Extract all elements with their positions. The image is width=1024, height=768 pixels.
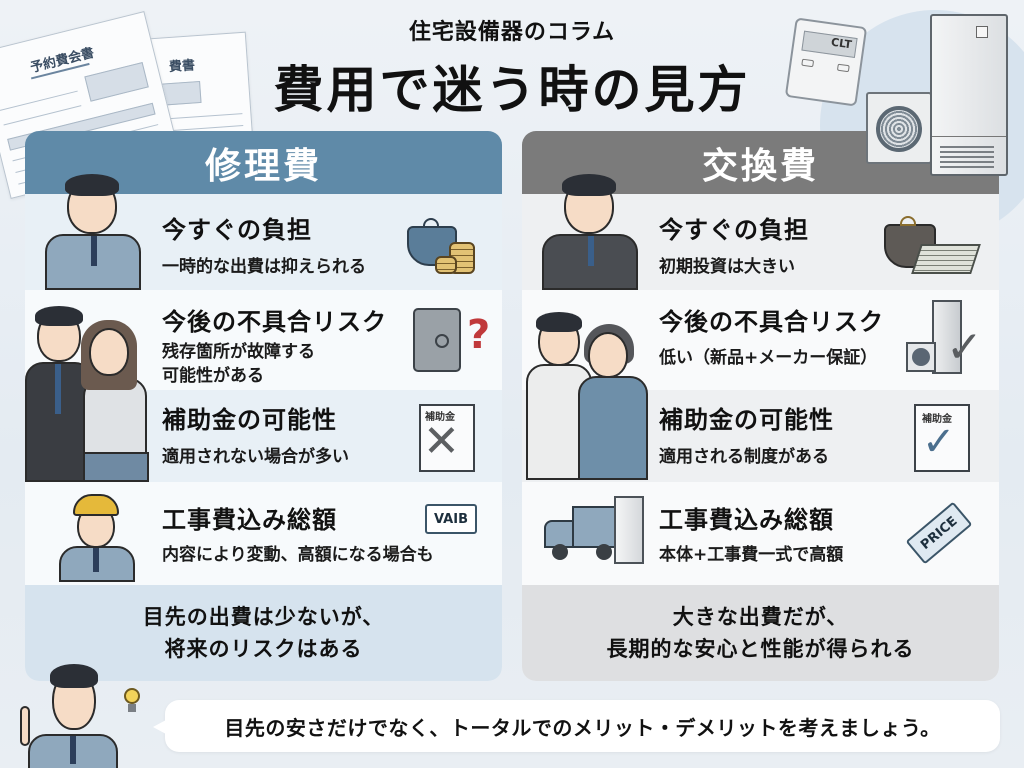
worker-presenting-illustration <box>39 172 149 290</box>
advice-speech-bubble: 目先の安さだけでなく、トータルでのメリット・デメリットを考えましょう。 <box>153 700 1000 752</box>
water-heater-unit-icon <box>614 496 644 564</box>
new-unit-check-icon: ✓ <box>906 300 992 382</box>
row-description: 残存箇所が故障する 可能性がある <box>162 340 315 388</box>
repair-cost-panel: 修理費 今すぐの負担 一時的な出費は抑えられる 今後の不具合リスク <box>25 131 502 681</box>
page-title: 費用で迷う時の見方 <box>273 61 751 119</box>
outdoor-unit-icon <box>866 92 932 164</box>
desc-line: 残存箇所が故障する <box>162 342 315 362</box>
price-tag-icon: VAIB <box>425 504 477 534</box>
couple-thinking-illustration <box>25 302 155 482</box>
subsidy-check-icon: 補助金 ✓ <box>914 404 970 472</box>
replace-row-total-cost: 工事費込み総額 本体+工事費一式で高額 PRICE <box>522 482 999 585</box>
repair-row-total-cost: 工事費込み総額 内容により変動、高額になる場合も VAIB <box>25 482 502 585</box>
subsidy-cross-icon: 補助金 ✕ <box>419 404 475 472</box>
row-description: 本体+工事費一式で高額 <box>659 545 844 565</box>
row-heading: 補助金の可能性 <box>162 406 337 434</box>
row-heading: 今後の不具合リスク <box>162 308 387 336</box>
row-description: 適用されない場合が多い <box>162 447 349 467</box>
subsidy-label: 補助金 <box>922 414 952 425</box>
couple-considering-illustration <box>526 310 656 480</box>
replace-row-immediate-burden: 今すぐの負担 初期投資は大きい <box>522 174 999 290</box>
lightbulb-icon <box>122 682 142 714</box>
repair-row-future-risk: 今後の不具合リスク 残存箇所が故障する 可能性がある ? <box>25 290 502 482</box>
replacement-cost-panel: 交換費 今すぐの負担 初期投資は大きい 今後の不具合リスク 低い（新品+メーカー… <box>522 131 999 681</box>
advisor-pointing-illustration <box>14 662 134 768</box>
summary-line: 将来のリスクはある <box>164 637 363 661</box>
water-heater-tank-icon <box>930 14 1008 176</box>
row-heading: 工事費込み総額 <box>659 506 834 534</box>
summary-line: 大きな出費だが、 <box>672 605 849 629</box>
delivery-truck-icon <box>542 506 622 562</box>
coin-purse-icon <box>407 216 477 276</box>
subsidy-label: 補助金 <box>425 412 455 423</box>
page-subtitle: 住宅設備器のコラム <box>408 20 616 45</box>
row-heading: 工事費込み総額 <box>162 506 337 534</box>
purse-cash-icon <box>882 214 982 280</box>
row-heading: 今すぐの負担 <box>659 216 809 244</box>
construction-worker-illustration <box>57 490 137 582</box>
row-heading: 今すぐの負担 <box>162 216 312 244</box>
row-heading: 今後の不具合リスク <box>659 308 884 336</box>
row-description: 内容により変動、高額になる場合も <box>162 545 434 565</box>
row-description: 適用される制度がある <box>659 447 829 467</box>
price-tag-icon: PRICE <box>905 501 973 565</box>
row-description: 初期投資は大きい <box>659 257 795 277</box>
summary-line: 長期的な安心と性能が得られる <box>606 637 915 661</box>
broken-unit-question-icon: ? <box>413 308 493 378</box>
businessman-fist-illustration <box>536 172 646 290</box>
row-description: 低い（新品+メーカー保証） <box>659 348 878 368</box>
repair-summary: 目先の出費は少ないが、 将来のリスクはある <box>25 585 502 681</box>
repair-row-immediate-burden: 今すぐの負担 一時的な出費は抑えられる <box>25 174 502 290</box>
row-description: 一時的な出費は抑えられる <box>162 257 366 277</box>
replace-row-future-risk: 今後の不具合リスク 低い（新品+メーカー保証） ✓ <box>522 290 999 480</box>
desc-line: 可能性がある <box>162 366 264 386</box>
row-heading: 補助金の可能性 <box>659 406 834 434</box>
replacement-summary: 大きな出費だが、 長期的な安心と性能が得られる <box>522 585 999 681</box>
summary-line: 目先の出費は少ないが、 <box>142 605 385 629</box>
